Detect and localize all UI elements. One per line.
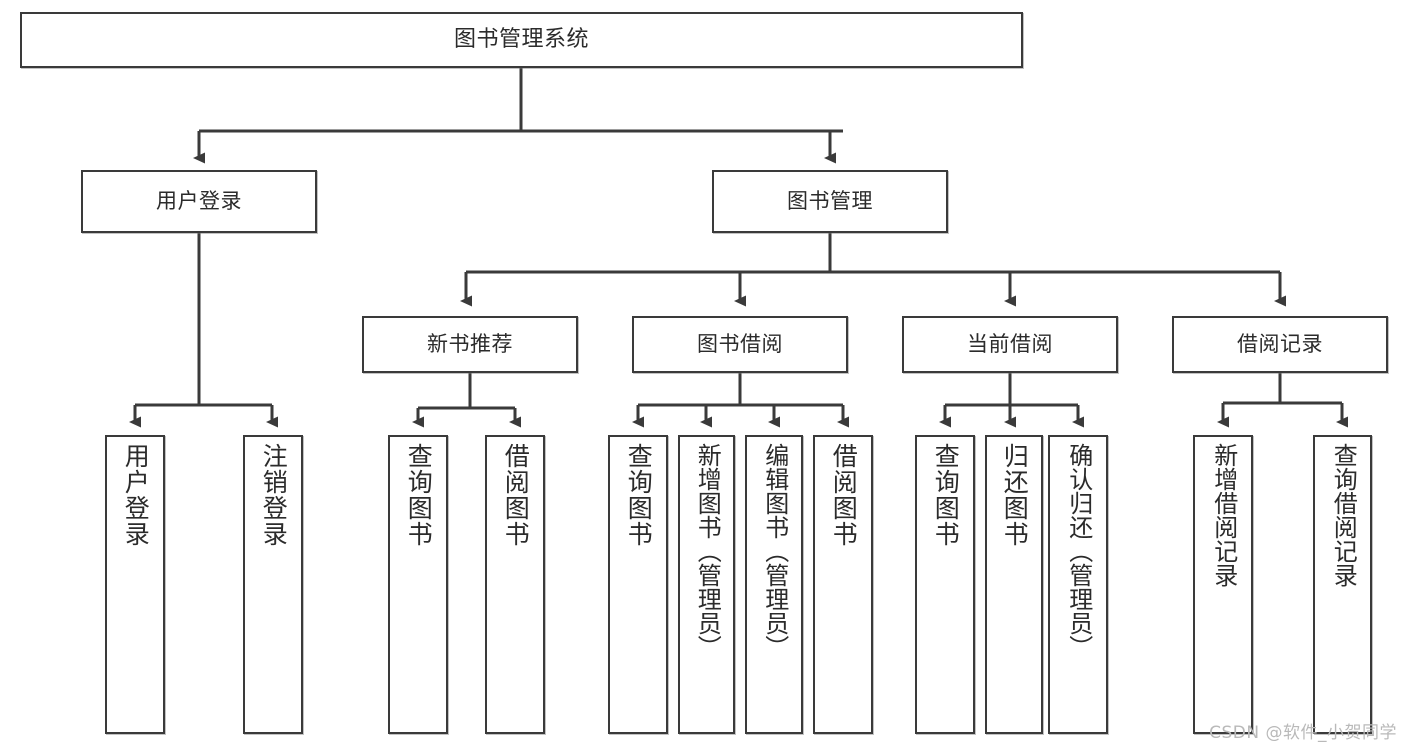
- node-label: 新增图书（管理员）: [693, 443, 722, 659]
- node-label: 查询图书: [624, 443, 654, 547]
- leaf-new-book-borrow[interactable]: 借阅图书: [485, 435, 545, 734]
- node-label: 查询图书: [404, 443, 434, 547]
- node-user-login[interactable]: 用户登录: [81, 170, 317, 233]
- node-label: 注销登录: [259, 443, 289, 547]
- node-label: 用户登录: [156, 188, 242, 213]
- node-label: 借阅图书: [501, 443, 531, 547]
- leaf-book-borrow-edit[interactable]: 编辑图书（管理员）: [745, 435, 803, 734]
- node-label: 新增借阅记录: [1209, 443, 1238, 587]
- leaf-borrow-record-add[interactable]: 新增借阅记录: [1193, 435, 1253, 734]
- leaf-new-book-query[interactable]: 查询图书: [388, 435, 448, 734]
- leaf-user-login-logout[interactable]: 注销登录: [243, 435, 303, 734]
- node-label: 确认归还（管理员）: [1064, 443, 1093, 659]
- node-label: 查询借阅记录: [1329, 443, 1358, 587]
- watermark: CSDN @软件_小贺同学: [1209, 723, 1397, 743]
- node-label: 编辑图书（管理员）: [760, 443, 789, 659]
- leaf-book-borrow-borrow[interactable]: 借阅图书: [813, 435, 873, 734]
- node-label: 归还图书: [1000, 443, 1030, 547]
- leaf-current-borrow-confirm-return[interactable]: 确认归还（管理员）: [1048, 435, 1108, 734]
- leaf-borrow-record-query[interactable]: 查询借阅记录: [1313, 435, 1372, 734]
- node-root-system[interactable]: 图书管理系统: [20, 12, 1023, 68]
- leaf-current-borrow-return[interactable]: 归还图书: [985, 435, 1043, 734]
- leaf-book-borrow-add[interactable]: 新增图书（管理员）: [678, 435, 735, 734]
- leaf-current-borrow-query[interactable]: 查询图书: [915, 435, 975, 734]
- node-borrow-record[interactable]: 借阅记录: [1172, 316, 1388, 373]
- node-book-management[interactable]: 图书管理: [712, 170, 948, 233]
- node-label: 查询图书: [931, 443, 961, 547]
- node-label: 图书管理: [787, 188, 873, 213]
- leaf-user-login-login[interactable]: 用户登录: [105, 435, 165, 734]
- node-new-book-recommend[interactable]: 新书推荐: [362, 316, 578, 373]
- node-label: 图书借阅: [697, 331, 783, 356]
- node-current-borrow[interactable]: 当前借阅: [902, 316, 1118, 373]
- node-label: 图书管理系统: [453, 26, 589, 52]
- node-label: 借阅记录: [1237, 331, 1323, 356]
- leaf-book-borrow-query[interactable]: 查询图书: [608, 435, 668, 734]
- node-label: 用户登录: [121, 443, 151, 547]
- node-label: 当前借阅: [967, 331, 1053, 356]
- node-label: 借阅图书: [829, 443, 859, 547]
- node-book-borrow[interactable]: 图书借阅: [632, 316, 848, 373]
- node-label: 新书推荐: [427, 331, 513, 356]
